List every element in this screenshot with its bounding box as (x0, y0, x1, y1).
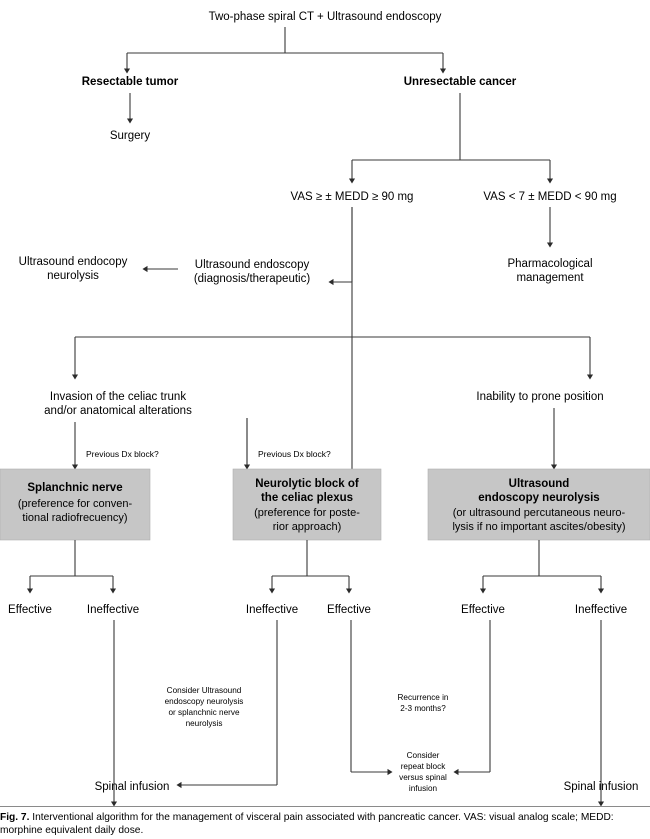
figure-number: Fig. 7. (0, 812, 30, 823)
box-neurolytic-line3: (preference for poste- (254, 507, 360, 519)
box-usn-line1: Ultrasound (509, 478, 570, 490)
outcome-label-2: Ineffective (87, 604, 139, 616)
figure-caption-text: Interventional algorithm for the managem… (0, 812, 614, 836)
edge-trunk-to-neurolytic (246, 418, 352, 475)
edge-usn-outcomes (479, 540, 605, 594)
edge-splanchnic-outcomes (26, 540, 117, 594)
note-repeat-line2: repeat block (401, 762, 447, 771)
node-resectable-label: Resectable tumor (82, 76, 179, 88)
edge-effective4-repeat (350, 620, 393, 776)
box-usn-line2: endoscopy neurolysis (478, 492, 599, 504)
node-surgery-label: Surgery (110, 130, 151, 142)
note-recurrence-line2: 2-3 months? (400, 704, 446, 713)
node-spinal-infusion-right: Spinal infusion (564, 781, 639, 793)
outcome-label-5: Effective (461, 604, 505, 616)
outcome-label-3: Ineffective (246, 604, 298, 616)
edge-neurolytic-outcomes (268, 540, 353, 594)
box-usn-line4: lysis if no important ascites/obesity) (452, 521, 625, 533)
node-vas-low-label: VAS < 7 ± MEDD < 90 mg (483, 191, 616, 203)
node-root-label: Two-phase spiral CT + Ultrasound endosco… (209, 11, 442, 23)
edge-distributor-bar (71, 336, 594, 380)
node-usendoscopy-line1: Ultrasound endoscopy (195, 259, 310, 271)
edge-effective5-repeat (453, 620, 491, 776)
outcome-label-4: Effective (327, 604, 371, 616)
box-splanchnic-line1: Splanchnic nerve (27, 482, 122, 494)
box-ultrasound-endoscopy-neurolysis[interactable] (427, 468, 650, 541)
note-repeat-line4: infusion (409, 784, 438, 793)
note-consider-line1: Consider Ultrasound (167, 686, 242, 695)
node-pharma-line1: Pharmacological (507, 258, 592, 270)
outcome-label-1: Effective (8, 604, 52, 616)
box-neurolytic-line2: the celiac plexus (261, 492, 353, 504)
node-pharma-line2: management (516, 272, 584, 284)
edge-root-split (123, 27, 447, 74)
node-unresectable-label: Unresectable cancer (404, 76, 517, 88)
node-vas-high-label: VAS ≥ ± MEDD ≥ 90 mg (291, 191, 414, 203)
note-repeat-line3: versus spinal (399, 773, 447, 782)
edge-label-dxblock-2: Previous Dx block? (258, 449, 331, 459)
node-spinal-infusion-left: Spinal infusion (95, 781, 170, 793)
note-recurrence-line1: Recurrence in (398, 693, 449, 702)
box-neurolytic-line1: Neurolytic block of (255, 478, 359, 490)
edge-label-dxblock-1: Previous Dx block? (86, 449, 159, 459)
node-usendoscopy-line2: (diagnosis/therapeutic) (194, 273, 311, 285)
node-usneuro-line1: Ultrasound endocopy (19, 256, 128, 268)
figure-caption: Fig. 7. Interventional algorithm for the… (0, 811, 650, 837)
edge-ineffective3-spinal (176, 620, 278, 789)
box-splanchnic-nerve[interactable] (0, 468, 151, 541)
box-neurolytic-line4: rior approach) (273, 521, 341, 533)
node-prone-label: Inability to prone position (476, 391, 603, 403)
node-invasion-line1: Invasion of the celiac trunk (50, 391, 186, 403)
caption-divider (0, 806, 650, 807)
node-usneuro-line2: neurolysis (47, 270, 99, 282)
note-consider-line4: neurolysis (186, 719, 223, 728)
box-neurolytic-block[interactable] (232, 468, 382, 541)
node-invasion-line2: and/or anatomical alterations (44, 405, 192, 417)
note-consider-line3: or splanchnic nerve (169, 708, 240, 717)
edge-unresectable-split (348, 93, 554, 184)
box-splanchnic-line3: tional radiofrecuency) (22, 512, 127, 524)
box-splanchnic-line2: (preference for conven- (18, 498, 133, 510)
box-usn-line3: (or ultrasound percutaneous neuro- (453, 507, 626, 519)
note-consider-line2: endoscopy neurolysis (165, 697, 244, 706)
edge-vashigh-trunk (328, 207, 353, 474)
outcome-label-6: Ineffective (575, 604, 627, 616)
note-repeat-line1: Consider (407, 751, 440, 760)
